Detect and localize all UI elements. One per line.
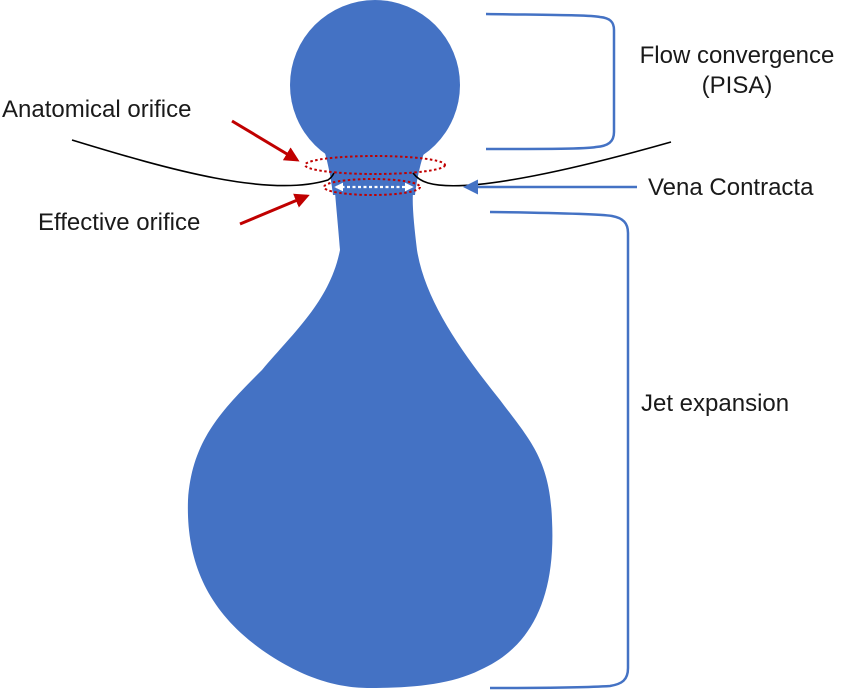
anatomical-orifice-ring — [304, 155, 446, 175]
vena-contracta-label: Vena Contracta — [648, 174, 814, 201]
jet-expansion-label: Jet expansion — [641, 390, 790, 417]
jet-expansion-bracket — [489, 210, 630, 690]
valve-leaflet-left — [71, 139, 335, 187]
anatomical-orifice-arrow — [231, 119, 300, 162]
flow-convergence-label-line1: Flow convergence — [639, 42, 835, 69]
effective-orifice-arrow — [239, 193, 310, 226]
flow-convergence-label-line2: (PISA) — [701, 72, 773, 99]
flow-convergence-label: Flow convergence (PISA) — [622, 41, 852, 101]
jet-expansion-shape — [187, 192, 553, 688]
effective-orifice-label: Effective orifice — [38, 209, 201, 236]
flow-convergence-sphere — [290, 0, 460, 170]
flow-convergence-bracket — [485, 12, 616, 151]
effective-orifice-ring — [323, 178, 421, 196]
anatomical-orifice-label: Anatomical orifice — [2, 96, 192, 123]
valve-leaflet-right — [412, 141, 672, 187]
